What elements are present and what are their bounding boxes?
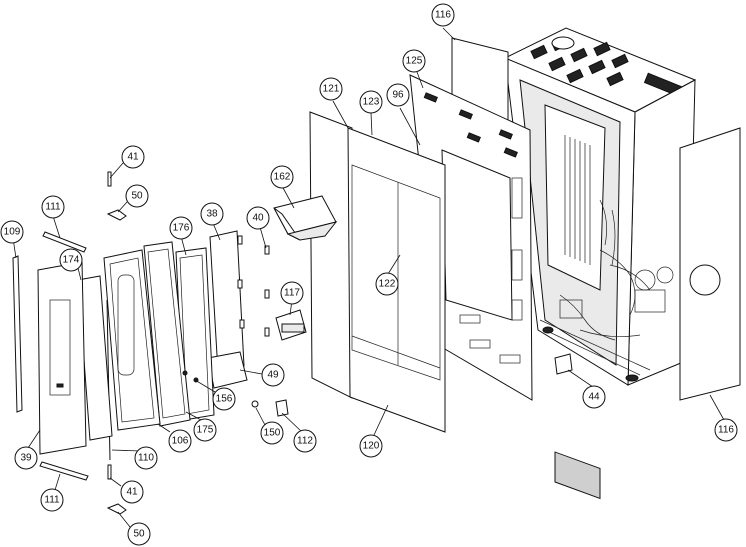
callout-175: 175 (193, 418, 217, 442)
callout-41-bottom: 41 (120, 480, 144, 504)
callout-50-top: 50 (125, 184, 149, 208)
callout-117: 117 (280, 281, 304, 305)
part-156 (182, 370, 188, 376)
callout-111-bottom: 111 (40, 488, 64, 512)
part-44 (554, 353, 573, 375)
svg-text:110: 110 (138, 453, 154, 464)
part-109 (12, 255, 23, 413)
callout-116-side: 116 (714, 418, 738, 442)
part-39 (37, 261, 87, 455)
side-panel-hole (689, 264, 721, 296)
callout-50-bottom: 50 (127, 522, 151, 546)
callout-116-top: 116 (431, 3, 455, 27)
svg-text:50: 50 (133, 529, 145, 540)
callout-176: 176 (169, 216, 193, 240)
panel-121 (309, 111, 353, 399)
svg-text:123: 123 (363, 97, 380, 108)
callout-111-top: 111 (41, 195, 65, 219)
callout-156: 156 (212, 387, 236, 411)
leader-lines (12, 27, 725, 528)
svg-text:44: 44 (588, 392, 600, 403)
svg-text:122: 122 (379, 279, 396, 290)
part-150 (251, 400, 259, 408)
part-111-bottom (39, 461, 89, 481)
callout-125: 125 (402, 49, 426, 73)
part-41-top (107, 171, 112, 187)
callout-40: 40 (246, 206, 270, 230)
svg-text:96: 96 (392, 90, 404, 101)
part-106 (103, 249, 161, 431)
svg-text:175: 175 (197, 425, 214, 436)
part-174 (77, 275, 113, 441)
svg-text:176: 176 (173, 223, 190, 234)
callout-121: 121 (319, 77, 343, 101)
svg-text:39: 39 (20, 453, 32, 464)
svg-text:106: 106 (172, 436, 189, 447)
part-112 (275, 399, 289, 417)
svg-text:117: 117 (284, 288, 300, 299)
part-50-bottom (106, 503, 127, 515)
svg-text:116: 116 (718, 425, 734, 436)
part-111-top (42, 231, 87, 253)
part-175 (143, 241, 191, 427)
part-38 (209, 230, 245, 373)
callout-109: 109 (0, 220, 24, 244)
svg-text:40: 40 (252, 213, 264, 224)
part-162 (273, 195, 338, 241)
callout-38: 38 (200, 202, 224, 226)
svg-text:121: 121 (323, 84, 340, 95)
svg-text:50: 50 (131, 191, 143, 202)
part-41-bottom (107, 464, 112, 480)
svg-text:116: 116 (435, 10, 451, 21)
callout-162: 162 (270, 165, 294, 189)
callout-123: 123 (359, 90, 383, 114)
callout-49: 49 (261, 363, 285, 387)
svg-text:41: 41 (127, 152, 139, 163)
panel-116-side (679, 127, 741, 401)
svg-text:38: 38 (206, 209, 218, 220)
callout-44: 44 (582, 385, 606, 409)
callout-122: 122 (375, 272, 399, 296)
svg-text:111: 111 (45, 202, 61, 213)
svg-text:120: 120 (363, 441, 380, 452)
svg-text:49: 49 (267, 370, 279, 381)
callout-39: 39 (14, 446, 38, 470)
callout-110: 110 (134, 446, 158, 470)
callout-41-top: 41 (121, 145, 145, 169)
svg-text:112: 112 (297, 436, 313, 447)
svg-text:109: 109 (4, 227, 21, 238)
part-40 (264, 245, 270, 337)
callout-174: 174 (59, 248, 83, 272)
callout-150: 150 (260, 421, 284, 445)
svg-text:41: 41 (126, 487, 138, 498)
part-50-top (106, 209, 127, 221)
part-117 (275, 309, 307, 341)
stove-body (503, 27, 713, 500)
callout-96: 96 (386, 83, 410, 107)
svg-text:162: 162 (274, 172, 291, 183)
svg-text:150: 150 (264, 428, 281, 439)
callout-106: 106 (168, 429, 192, 453)
svg-text:156: 156 (216, 394, 233, 405)
svg-text:111: 111 (44, 495, 60, 506)
svg-text:174: 174 (63, 255, 80, 266)
part-38-clips (237, 235, 245, 329)
callout-120: 120 (359, 434, 383, 458)
svg-text:125: 125 (406, 56, 423, 67)
callout-112: 112 (293, 429, 317, 453)
